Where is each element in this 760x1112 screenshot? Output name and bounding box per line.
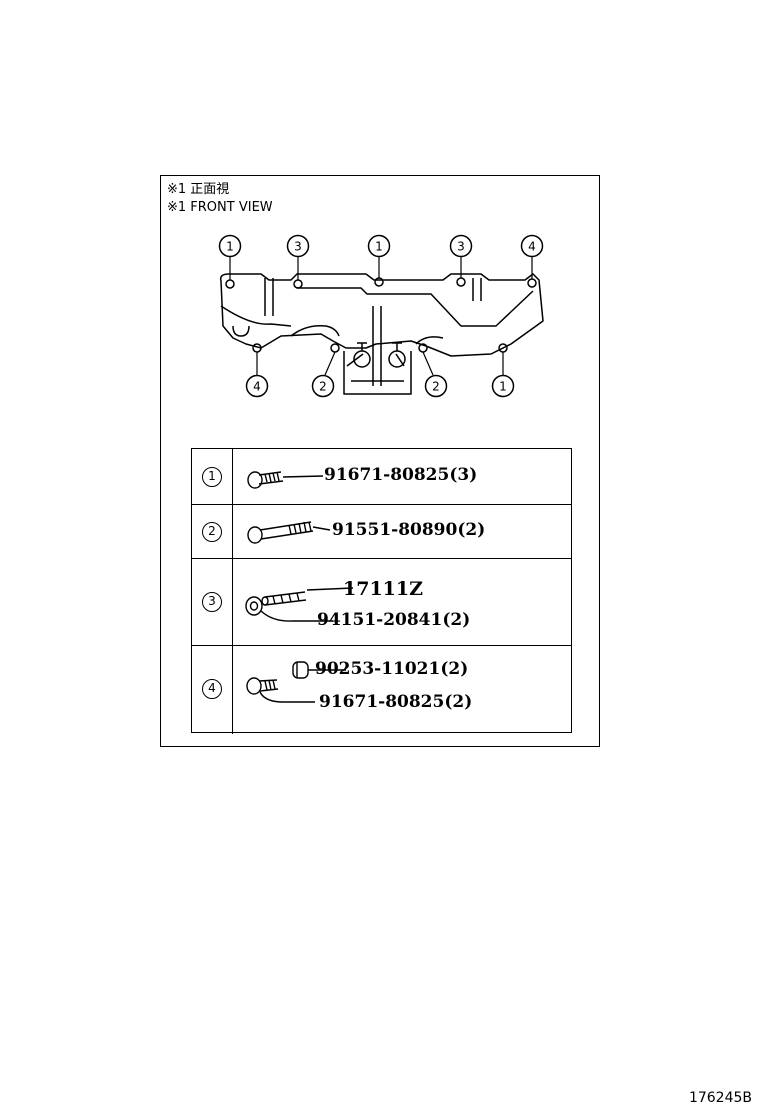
position-marker: 2: [202, 522, 222, 542]
bolt-hole: [374, 277, 384, 287]
position-marker: 4: [202, 679, 222, 699]
bolt-hole: [293, 279, 303, 289]
part-number: 90253-11021(2): [315, 659, 469, 679]
bolt-and-collar-icon: [246, 661, 346, 703]
manifold-rib-right: [472, 278, 482, 301]
view-title-english: ※1 FRONT VIEW: [167, 200, 273, 215]
part-number: 91671-80825(2): [319, 692, 473, 712]
position-marker: 1: [202, 467, 222, 487]
part-number: 17111Z: [343, 578, 423, 600]
callout-number: 1: [375, 240, 383, 254]
exhaust-manifold-drawing: 1 3 1 3 4 4 2 2 1: [218, 234, 544, 398]
stud-bolt-icon: [247, 521, 331, 544]
callout-number: 2: [432, 380, 440, 394]
parts-table: 1 91671-80825(3) 2: [191, 448, 572, 734]
sensor-right-stem: [392, 342, 402, 351]
manifold-bore-2: [415, 336, 444, 345]
leader-line: [324, 351, 336, 376]
manifold-bore-1: [290, 324, 340, 337]
callout-number: 4: [253, 380, 261, 394]
position-marker: 3: [202, 592, 222, 612]
sensor-right: [388, 350, 406, 368]
bolt-hole: [330, 343, 340, 353]
manifold-outline: [219, 273, 544, 357]
sensor-left-stem: [357, 342, 367, 351]
callout-number: 1: [499, 380, 507, 394]
callout-circle: [311, 374, 335, 398]
bolt-hole: [456, 277, 466, 287]
callout-circle: [367, 234, 391, 258]
figure-code: 176245B: [688, 1090, 752, 1106]
callout-circle: [424, 374, 448, 398]
manifold-port-left: [232, 325, 250, 337]
position-cell: 4: [192, 646, 233, 734]
parts-row-1: 1 91671-80825(3): [192, 449, 571, 505]
parts-row-3: 3 17111Z 94151-20841(2): [192, 559, 571, 646]
manifold-collector: [343, 351, 412, 395]
leader-line: [422, 351, 434, 376]
callout-number: 3: [457, 240, 465, 254]
position-cell: 2: [192, 505, 233, 558]
callout-circle: [286, 234, 310, 258]
callout-circle: [520, 234, 544, 258]
part-number: 91551-80890(2): [332, 520, 486, 540]
callout-number: 2: [319, 380, 327, 394]
part-number: 91671-80825(3): [324, 465, 478, 485]
callout-number: 1: [226, 240, 234, 254]
view-title-japanese: ※1 正面視: [167, 182, 230, 197]
parts-row-2: 2 91551-80890(2): [192, 505, 571, 559]
part-number: 94151-20841(2): [317, 610, 471, 630]
callout-number: 4: [528, 240, 536, 254]
callout-circle: [449, 234, 473, 258]
callout-number: 3: [294, 240, 302, 254]
position-cell: 3: [192, 559, 233, 645]
manifold-inner-line: [220, 305, 292, 327]
manifold-flange: [297, 287, 534, 327]
bolt-icon: [247, 471, 324, 489]
callout-circle: [245, 374, 269, 398]
manifold-center-stem: [372, 306, 382, 386]
position-cell: 1: [192, 449, 233, 504]
callout-circle: [218, 234, 242, 258]
manifold-rib-left: [264, 278, 274, 316]
bolt-hole: [527, 278, 537, 288]
callout-circle: [491, 374, 515, 398]
parts-row-4: 4 90253-11021(2) 91671-80825(2): [192, 646, 571, 734]
diagram-frame: ※1 正面視 ※1 FRONT VIEW: [160, 175, 600, 747]
bolt-hole: [225, 279, 235, 289]
stud-and-nut-icon: [245, 587, 354, 622]
